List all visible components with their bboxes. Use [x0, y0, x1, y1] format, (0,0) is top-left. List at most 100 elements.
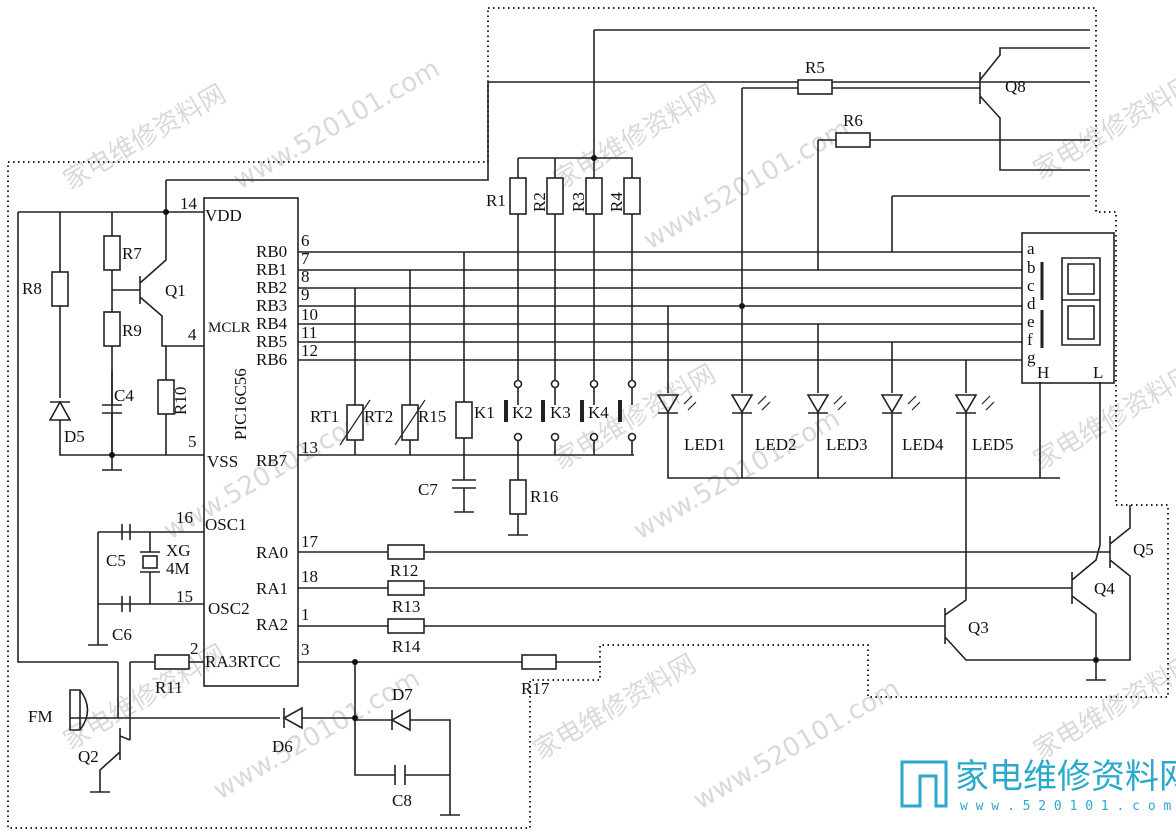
label-r3: R3: [569, 192, 588, 212]
resistor-r9: [103, 311, 121, 347]
label-k2: K2: [512, 403, 533, 422]
label-led5: LED5: [972, 435, 1014, 454]
resistor-r5: [797, 79, 833, 95]
pin-number: 5: [188, 432, 197, 451]
label-xg-freq: 4M: [166, 559, 190, 578]
watermark-domain: www.520101.com: [639, 114, 856, 256]
label-rt1: RT1: [310, 407, 339, 426]
seven-segment-display: a b c d e f g H L: [1021, 232, 1115, 384]
resistor-r10: [157, 379, 175, 415]
label-r7: R7: [122, 244, 142, 263]
pin-label-ra3rtcc: RA3RTCC: [205, 652, 281, 671]
pin-number: 13: [301, 438, 318, 457]
label-r8: R8: [22, 279, 42, 298]
watermark-domain: www.520101.com: [629, 404, 846, 546]
label-led2: LED2: [755, 435, 797, 454]
resistor-r3: [585, 177, 603, 215]
label-d6: D6: [272, 737, 293, 756]
resistor-r13: [387, 580, 425, 596]
resistor-r14: [387, 618, 425, 634]
rb-bus: [298, 251, 1022, 456]
label-r10: R10: [171, 387, 190, 415]
label-r12: R12: [390, 561, 418, 580]
pin-label-rb1: RB1: [256, 260, 287, 279]
label-d5: D5: [64, 427, 85, 446]
label-q2: Q2: [78, 747, 99, 766]
resistor-r2: [546, 177, 564, 215]
logo-text: 家电维修资料网: [955, 757, 1176, 797]
ic-pic16c56: VDD MCLR VSS OSC1 OSC2 RA3RTCC RB0 RB1 R…: [203, 197, 299, 687]
pin-number: 14: [180, 194, 198, 213]
pin-number: 2: [190, 639, 199, 658]
display-label-h: H: [1037, 363, 1049, 382]
pin-label-rb4: RB4: [256, 314, 288, 333]
pin-number: 4: [188, 325, 197, 344]
watermark-domain: www.520101.com: [229, 54, 446, 196]
led-1: [656, 394, 680, 414]
pin-label-rb5: RB5: [256, 332, 287, 351]
label-c7: C7: [418, 480, 438, 499]
label-k3: K3: [550, 403, 571, 422]
pin-number: 3: [301, 640, 310, 659]
led-3: [806, 394, 830, 414]
segment-label-f: f: [1027, 330, 1033, 349]
led-2: [730, 394, 754, 414]
led-array: [656, 303, 1101, 616]
label-r4: R4: [607, 192, 626, 212]
label-q3: Q3: [968, 618, 989, 637]
pin-number: 6: [301, 231, 310, 250]
led-5: [954, 394, 978, 414]
diode-d6: [282, 706, 303, 730]
pin-label-osc1: OSC1: [205, 515, 247, 534]
capacitor-c5: [121, 524, 131, 540]
label-xg: XG: [166, 541, 191, 560]
label-r2: R2: [530, 192, 549, 212]
pin-numbers: 14 4 5 16 15 2 3 6 7 8 9 10 11 12 13 17 …: [176, 194, 319, 659]
diode-d5: [48, 400, 72, 421]
transistor-q5: [1096, 505, 1131, 661]
resistor-r8: [51, 271, 69, 307]
transistor-q8: [979, 47, 1090, 171]
ra-drivers: [298, 505, 1131, 681]
pin-label-rb3: RB3: [256, 296, 287, 315]
enclosure-outline: [7, 7, 1169, 829]
capacitor-c8: [394, 765, 406, 785]
resistor-r17: [521, 654, 557, 670]
buzzer-fm: [69, 689, 89, 731]
resistor-r1: [509, 177, 527, 215]
segment-label-c: c: [1027, 276, 1035, 295]
watermark-domain: www.520101.com: [689, 674, 906, 816]
label-d7: D7: [392, 685, 413, 704]
label-q4: Q4: [1094, 579, 1115, 598]
resistor-r11: [154, 654, 190, 670]
pin-number: 18: [301, 567, 318, 586]
input-sensors: [339, 88, 641, 536]
pin-label-mclr: MCLR: [208, 320, 251, 336]
label-r14: R14: [392, 637, 421, 656]
pin-label-ra1: RA1: [256, 579, 288, 598]
resistor-r6: [835, 132, 871, 148]
label-c5: C5: [106, 551, 126, 570]
crystal-xg: [140, 532, 160, 604]
transistor-q2: [90, 662, 131, 793]
pin-number: 17: [301, 532, 319, 551]
segment-label-e: e: [1027, 312, 1035, 331]
label-r17: R17: [521, 679, 550, 698]
pin-label-rb0: RB0: [256, 242, 287, 261]
label-led4: LED4: [902, 435, 944, 454]
pin-label-ra0: RA0: [256, 543, 288, 562]
watermark-cn: 家电维修资料网: [1029, 69, 1176, 186]
diode-d7: [390, 708, 411, 732]
site-logo: 家电维修资料网 w w w . 5 2 0 1 0 1 . c o m: [900, 757, 1176, 814]
pin-label-vdd: VDD: [205, 206, 242, 225]
pin-label-osc2: OSC2: [208, 599, 250, 618]
label-q8: Q8: [1005, 77, 1026, 96]
segment-label-d: d: [1027, 294, 1036, 313]
label-k4: K4: [588, 403, 609, 422]
capacitor-c6: [121, 596, 131, 612]
pin-label-ra2: RA2: [256, 615, 288, 634]
pin-number: 16: [176, 508, 193, 527]
label-c8: C8: [392, 791, 412, 810]
transistor-q3: [944, 608, 1096, 661]
label-r16: R16: [530, 487, 558, 506]
